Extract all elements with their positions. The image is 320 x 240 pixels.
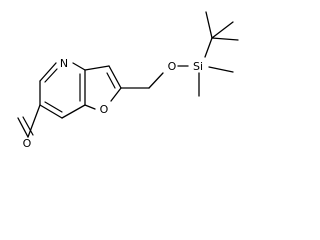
molecule-diagram: O N O O Si [17, 11, 239, 150]
bond-o1-c7a [84, 104, 96, 110]
bond-aldehyde-c-o-double [22, 116, 34, 136]
bond-si-cq [204, 37, 213, 58]
atom-label-ether-oxygen: O [168, 60, 177, 73]
bond-c3-c2-double [106, 72, 116, 89]
bond-c7a-c7 [61, 104, 86, 119]
bond-ch2-o [148, 72, 164, 89]
bond-n-c3a [72, 62, 86, 71]
bond-si-me-right [208, 66, 234, 73]
silicon-substituents [198, 11, 239, 97]
furan-ring [84, 65, 122, 110]
bond-c7-c6-double [44, 101, 63, 113]
bond-cq-me2 [211, 37, 239, 41]
bond-c3a-c3 [84, 65, 110, 71]
bond-c5-n-double [44, 68, 58, 83]
bond-c7-c6 [39, 104, 63, 119]
atom-label-silicon: Si [193, 60, 203, 73]
structure-svg: O N O O Si [17, 11, 239, 150]
atom-labels: O N O O Si [23, 57, 203, 150]
bond-aldehyde-c-ring [27, 104, 41, 138]
aldehyde-group [17, 104, 41, 138]
bond-c3-c2 [108, 65, 122, 89]
bond-cq-me1 [205, 11, 213, 39]
atom-label-furan-oxygen: O [100, 103, 109, 116]
atom-label-aldehyde-oxygen: O [23, 137, 32, 150]
bond-cq-me3 [211, 21, 234, 39]
bond-c5-n [39, 62, 57, 82]
pyridine-ring [39, 62, 86, 119]
atom-label-pyridine-nitrogen: N [60, 57, 68, 70]
bond-aldehyde-c-o [17, 117, 29, 138]
silyl-ether-linker [120, 65, 189, 89]
bond-c2-o1 [110, 87, 122, 102]
